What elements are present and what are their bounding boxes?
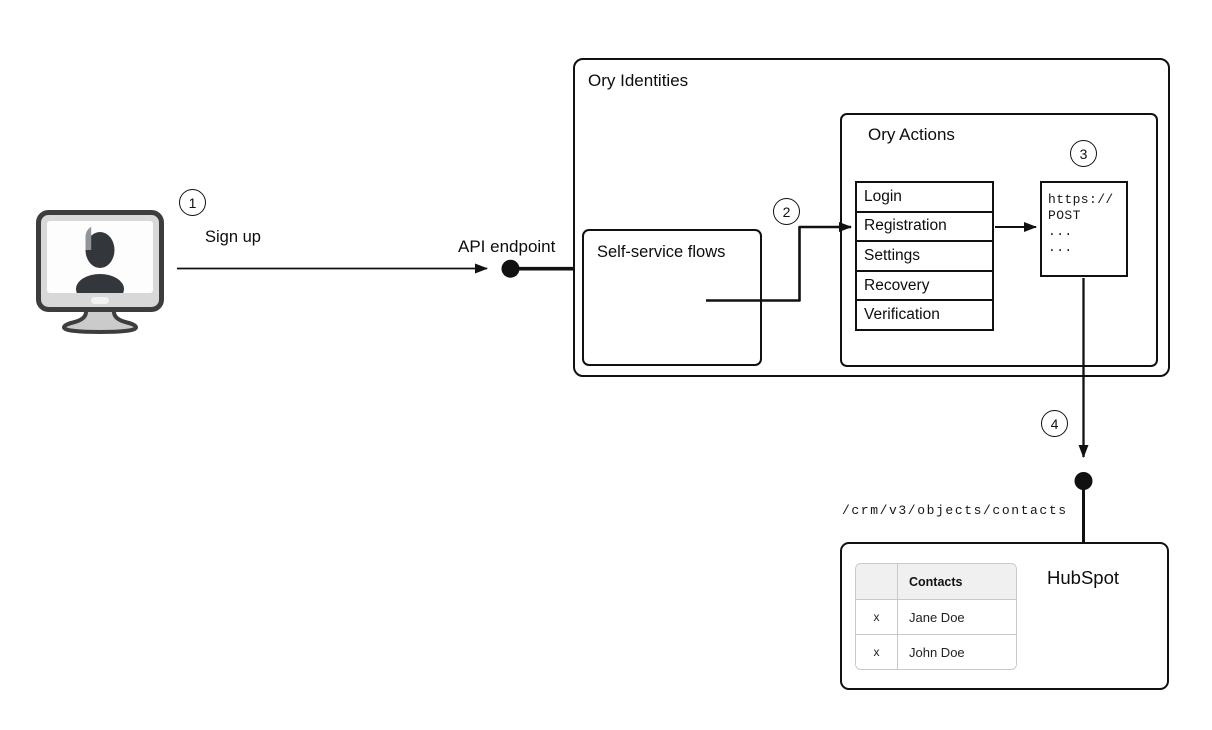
- flow-item-settings: Settings: [857, 240, 992, 270]
- flow-item-recovery: Recovery: [857, 269, 992, 300]
- contacts-table-header-row: Contacts: [856, 564, 1016, 599]
- contacts-table-row: x John Doe: [856, 634, 1016, 669]
- ory-actions-title: Ory Actions: [868, 125, 955, 144]
- contact-name-cell: Jane Doe: [909, 609, 965, 625]
- step-4-badge: 4: [1041, 410, 1068, 437]
- flow-item-verification: Verification: [857, 299, 992, 329]
- ory-identities-box: Ory Identities: [573, 58, 1170, 377]
- header-cell-blank: [856, 564, 898, 599]
- flow-list: Login Registration Settings Recovery Ver…: [855, 181, 994, 331]
- row-marker-cell: x: [856, 600, 898, 634]
- row-marker-cell: x: [856, 635, 898, 669]
- monitor-stand: [62, 308, 138, 334]
- api-endpoint-label: API endpoint: [458, 237, 556, 256]
- webhook-code-box: https:// POST ... ...: [1040, 181, 1128, 277]
- self-service-flows-box: Self-service flows: [582, 229, 762, 366]
- hubspot-endpoint-node: [1074, 472, 1093, 490]
- flow-item-login: Login: [864, 187, 902, 205]
- step-2-badge: 2: [773, 198, 800, 225]
- user-silhouette-icon: [76, 226, 124, 293]
- contacts-table: Contacts x Jane Doe x John Doe: [855, 563, 1017, 670]
- step-1-badge: 1: [179, 189, 206, 216]
- contacts-table-row: x Jane Doe: [856, 599, 1016, 634]
- hubspot-title: HubSpot: [1047, 567, 1119, 588]
- monitor-button: [91, 297, 109, 304]
- self-service-flows-title: Self-service flows: [597, 243, 726, 261]
- webhook-code-line: ...: [1048, 224, 1073, 239]
- api-endpoint-node: [501, 259, 520, 278]
- webhook-code-line: POST: [1048, 208, 1081, 223]
- hubspot-box: [840, 542, 1169, 690]
- step-3-badge: 3: [1070, 140, 1097, 167]
- webhook-code-line: https://: [1048, 192, 1114, 207]
- webhook-code-line: ...: [1048, 240, 1073, 255]
- header-cell-contacts: Contacts: [909, 574, 963, 589]
- hubspot-endpoint-path-label: /crm/v3/objects/contacts: [842, 503, 1068, 518]
- flow-item-registration: Registration: [857, 210, 992, 241]
- contact-name-cell: John Doe: [909, 644, 965, 660]
- user-computer-icon: [36, 210, 164, 334]
- signup-label: Sign up: [205, 228, 261, 246]
- ory-identities-title: Ory Identities: [588, 71, 689, 90]
